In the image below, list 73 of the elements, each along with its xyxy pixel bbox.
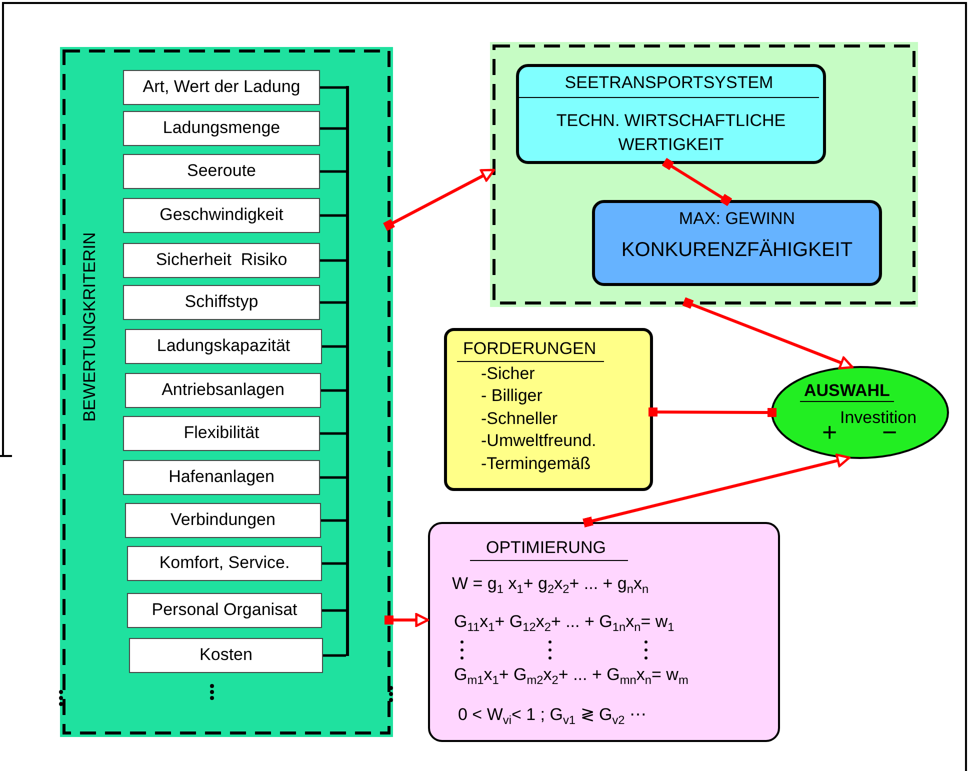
heading: AUSWAHL bbox=[800, 381, 894, 402]
criterion-box bbox=[123, 243, 320, 278]
arrow bbox=[384, 613, 430, 627]
criterion-box bbox=[123, 70, 320, 105]
criterion-label: Art, Wert der Ladung bbox=[142, 77, 302, 97]
selection-ellipse bbox=[770, 365, 950, 460]
goal-label: MAX: GEWINN bbox=[678, 209, 796, 229]
criterion-box bbox=[127, 593, 322, 628]
vertical-title: BEWERTUNGKRITERIN bbox=[80, 231, 100, 424]
connector-line bbox=[320, 127, 346, 130]
connector-line bbox=[320, 476, 346, 479]
criterion-label: Seeroute bbox=[186, 161, 257, 181]
arrow bbox=[682, 297, 854, 370]
label: Investition bbox=[840, 408, 917, 428]
heading: OPTIMIERUNG bbox=[470, 538, 628, 561]
criterion-box bbox=[123, 111, 320, 146]
criterion-box bbox=[129, 638, 323, 673]
connector-line bbox=[320, 214, 346, 217]
connector-line bbox=[322, 562, 346, 565]
criterion-box bbox=[125, 503, 321, 538]
list-item: -Termingemäß bbox=[481, 454, 591, 474]
formula: G$_{11}$x$_{1}$+ G$_{12}$x$_{2}$+ ... + G$_{1n}$x$_{n}$= w$_{1}$ bbox=[454, 612, 674, 632]
criterion-label: Komfort, Service. bbox=[158, 553, 291, 573]
connector-line bbox=[320, 170, 346, 173]
arrow bbox=[382, 168, 496, 232]
criterion-box bbox=[123, 198, 320, 233]
criterion-box bbox=[123, 416, 320, 451]
criterion-label: Kosten bbox=[198, 645, 254, 665]
criterion-box bbox=[123, 154, 320, 189]
criterion-box bbox=[123, 460, 320, 495]
heading: SEETRANSPORTSYSTEM bbox=[519, 73, 819, 98]
arrow bbox=[582, 454, 850, 528]
connector-line bbox=[320, 86, 346, 89]
criterion-label: Flexibilität bbox=[182, 423, 260, 443]
connector-line bbox=[662, 158, 732, 206]
connector-line bbox=[320, 301, 346, 304]
sign-label: + bbox=[822, 417, 838, 448]
connector-line bbox=[320, 259, 346, 262]
optimization-box bbox=[428, 522, 780, 742]
criterion-label: Hafenanlagen bbox=[168, 467, 276, 487]
criterion-label: Verbindungen bbox=[170, 510, 276, 530]
list-item: - Billiger bbox=[481, 386, 542, 406]
criterion-label: Geschwindigkeit bbox=[158, 205, 284, 225]
requirements-box bbox=[444, 328, 653, 491]
criterion-box bbox=[125, 329, 322, 364]
connector-line bbox=[323, 654, 346, 657]
subtitle: TECHN. WIRTSCHAFTLICHE WERTIGKEIT bbox=[555, 110, 787, 156]
goal-title: KONKURENZFÄHIGKEIT bbox=[620, 239, 854, 262]
list-item: -Umweltfreund. bbox=[481, 431, 596, 451]
criterion-box bbox=[127, 546, 322, 581]
list-item: -Sicher bbox=[481, 364, 535, 384]
connector-line bbox=[322, 345, 346, 348]
system-box bbox=[516, 64, 826, 164]
criterion-label: Sicherheit Risiko bbox=[154, 250, 288, 270]
connector-line bbox=[648, 407, 777, 418]
criterion-label: Ladungsmenge bbox=[162, 118, 282, 138]
connector-line bbox=[321, 519, 346, 522]
criterion-box bbox=[123, 285, 320, 320]
criterion-box bbox=[125, 373, 321, 408]
connector-line bbox=[320, 432, 346, 435]
criterion-label: Ladungskapazität bbox=[156, 336, 292, 356]
goal-box bbox=[592, 200, 882, 286]
connector-line bbox=[322, 609, 346, 612]
criterion-label: Antriebsanlagen bbox=[160, 380, 286, 400]
formula: 0 < W$_{vi}$< 1 ; G$_{v1}$ ≷ G$_{v2}$ ⋯ bbox=[458, 704, 646, 725]
list-item: -Schneller bbox=[481, 408, 558, 428]
heading: FORDERUNGEN bbox=[457, 339, 604, 362]
formula: G$_{m1}$x$_{1}$+ G$_{m2}$x$_{2}$+ ... + G$_{mn}$x$_{n}$= w$_{m}$ bbox=[454, 665, 688, 685]
formula: W = g$_{1}$ x$_{1}$+ g$_{2}$x$_{2}$+ ... + g$_{n}$x$_{n}$ bbox=[452, 574, 649, 594]
connector-line bbox=[321, 389, 346, 392]
bus-bar bbox=[346, 86, 349, 656]
criterion-label: Schiffstyp bbox=[184, 292, 260, 312]
criterion-label: Personal Organisat bbox=[150, 600, 298, 620]
